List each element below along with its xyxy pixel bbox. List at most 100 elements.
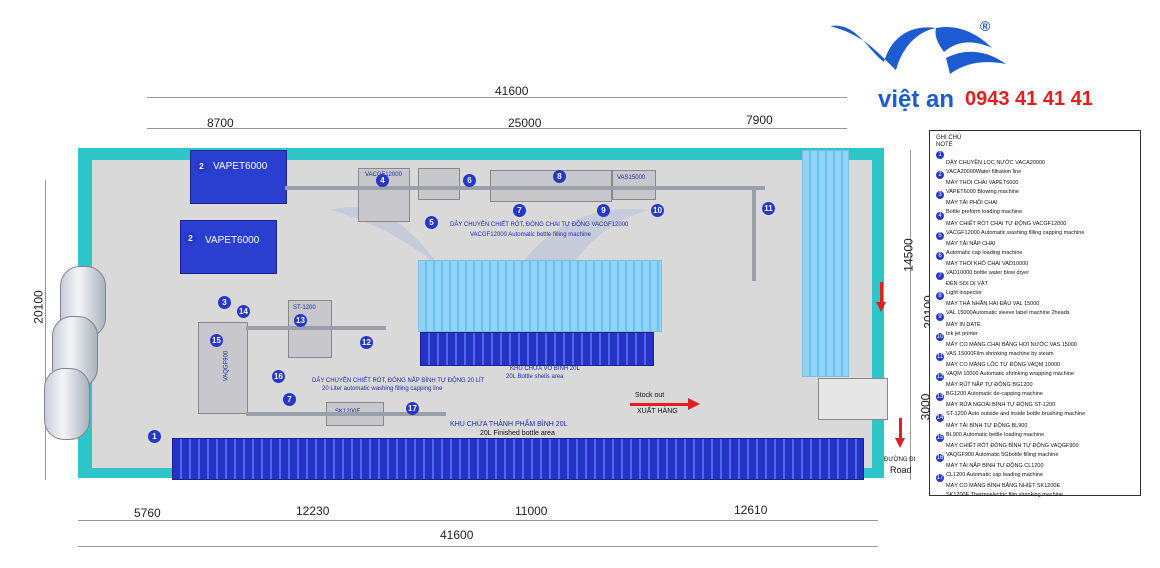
legend-item-number: 1 bbox=[936, 151, 944, 159]
dim-top-seg3: 7900 bbox=[746, 113, 773, 127]
legend-title-en: NOTE bbox=[936, 142, 953, 148]
marker-3: 3 bbox=[218, 296, 231, 309]
legend-item-number: 3 bbox=[936, 191, 944, 200]
legend-item-en: VACGF12000 Automatic washing filling cap… bbox=[946, 229, 1085, 236]
marker-13: 13 bbox=[294, 314, 307, 327]
road-arrowhead bbox=[895, 438, 905, 448]
legend-item-number: 6 bbox=[936, 252, 944, 260]
water-tank bbox=[44, 368, 90, 440]
legend-item-vi: MÁY THỔI CHAI VAPET6000 bbox=[946, 180, 1019, 187]
marker-14: 14 bbox=[237, 305, 250, 318]
dim-bottom-seg4: 12610 bbox=[734, 503, 768, 517]
legend-item-number: 8 bbox=[936, 292, 944, 301]
line2-label-vi: DÂY CHUYỀN CHIẾT RÓT, ĐÓNG NẮP BÌNH TỰ Đ… bbox=[312, 378, 485, 384]
blowing-machine: VAPET6000 bbox=[180, 220, 277, 274]
legend-item-vi: MÁY RÚT NẮP TỰ ĐỘNG BG1200 bbox=[946, 382, 1033, 389]
legend-item: 15MÁY CHIẾT RÓT ĐÓNG BÌNH TỰ ĐỘNG VAQGF9… bbox=[936, 433, 1079, 458]
marker-7: 7 bbox=[513, 204, 526, 217]
marker-4: 4 bbox=[376, 174, 389, 187]
legend-item-en: CL1200 Automatic cap loading machine bbox=[946, 472, 1043, 478]
machine-label: VAQGF900 bbox=[223, 350, 230, 382]
marker-8: 8 bbox=[553, 170, 566, 183]
marker-10: 10 bbox=[651, 204, 664, 217]
viet-an-logo bbox=[826, 18, 1016, 86]
dim-top-seg1: 8700 bbox=[207, 116, 234, 130]
legend-title-vi: GHI CHÚ bbox=[936, 135, 962, 141]
legend-item-en: Light inspector bbox=[946, 290, 982, 297]
legend-item-vi: MÁY RỬA NGOÀI BÌNH TỰ ĐỘNG ST-1200 bbox=[946, 402, 1056, 409]
legend-item-en: BG1200 Automatic de-capping machine bbox=[946, 391, 1043, 398]
stock-out-label-vi: XUẤT HÀNG bbox=[637, 408, 678, 415]
dim-bottom-seg1: 5760 bbox=[134, 506, 161, 520]
legend-item-vi: MÁY THẢ NHÃN HAI ĐẦU VAL 15000 bbox=[946, 301, 1040, 308]
dim-line-top-segments bbox=[147, 128, 847, 129]
finished-bottle-area bbox=[172, 438, 864, 480]
logo-phone: 0943 41 41 41 bbox=[965, 88, 1093, 110]
watermark-logo bbox=[320, 180, 700, 400]
shell-area-label-en: 20L Bottle shells area bbox=[506, 374, 564, 380]
stock-out-label-en: Stock out bbox=[635, 392, 665, 399]
legend-item-en: ST-1200 Auto outside and inside bottle b… bbox=[946, 411, 1086, 418]
logo-registered-mark: ® bbox=[980, 18, 991, 34]
machine-label: VAPET6000 bbox=[213, 161, 268, 172]
marker-1: 1 bbox=[148, 430, 161, 443]
line2-label-en: 20 Liter automatic washing filling cappi… bbox=[322, 386, 443, 392]
filling-machine: VACGF12000 bbox=[358, 168, 410, 222]
filling-machine-20l: VAQGF900 bbox=[198, 322, 248, 414]
legend-item-vi: MÁY CHIẾT RÓT CHAI TỰ ĐỘNG VACGF12000 bbox=[946, 220, 1067, 227]
machine-label: ST-1200 bbox=[293, 305, 316, 311]
dim-line-right bbox=[910, 150, 911, 480]
truck bbox=[818, 378, 888, 420]
legend-item-vi: MÁY CO MÀNG BÌNH BẰNG NHIỆT SK1200E bbox=[946, 483, 1061, 490]
marker-6: 6 bbox=[463, 174, 476, 187]
road-label-vi: ĐƯỜNG ĐI bbox=[884, 457, 916, 463]
legend-item-number: 17 bbox=[936, 474, 944, 483]
legend-item: 10MÁY CO MÀNG CHAI BẰNG HƠI NƯỚC VAS 150… bbox=[936, 332, 1077, 357]
dim-left: 20100 bbox=[31, 290, 46, 324]
legend-item-en: VAS 15000Film shrinking machine by steam bbox=[946, 350, 1054, 357]
legend-item-vi: MÁY CO MÀNG CHAI BẰNG HƠI NƯỚC VAS 15000 bbox=[946, 341, 1077, 348]
marker-7b: 7 bbox=[283, 393, 296, 406]
road-arrowhead bbox=[876, 302, 886, 312]
finished-area-label-en: 20L Finished bottle area bbox=[480, 430, 555, 437]
legend-item-en: VAPET6000 Blowing machine bbox=[946, 189, 1019, 196]
dryer-machine bbox=[418, 168, 460, 200]
dim-line-bottom-total bbox=[78, 546, 878, 547]
marker-9: 9 bbox=[597, 204, 610, 217]
marker-5: 5 bbox=[425, 216, 438, 229]
legend-item-number: 14 bbox=[936, 413, 944, 422]
line1-label-en: VACGF12000 Automatic bottle filling mach… bbox=[470, 232, 591, 238]
legend-item-en: VACA20000Water filtration line bbox=[946, 169, 1022, 175]
legend-item-vi: MÁY IN DATE bbox=[946, 321, 981, 328]
legend-item-en: SK1200E Thermoelectric film shrinking ma… bbox=[946, 492, 1063, 499]
legend-item-en: Bottle preform loading machine bbox=[946, 209, 1023, 216]
conveyor-top bbox=[285, 186, 765, 190]
marker-17: 17 bbox=[406, 402, 419, 415]
legend-item-vi: MÁY TẢI NẮP BÌNH TỰ ĐỘNG CL1200 bbox=[946, 463, 1044, 469]
marker-16: 16 bbox=[272, 370, 285, 383]
line1-label-vi: DÂY CHUYỀN CHIẾT RÓT, ĐÓNG CHAI TỰ ĐỘNG … bbox=[450, 222, 629, 228]
legend-item-number: 7 bbox=[936, 272, 944, 281]
road-arrow bbox=[880, 282, 883, 304]
legend-item-vi: MÁY TẢI BÌNH TỰ ĐỘNG BL900 bbox=[946, 422, 1028, 429]
dim-bottom-seg2: 12230 bbox=[296, 504, 330, 518]
marker-11: 11 bbox=[762, 202, 775, 215]
road-arrow bbox=[899, 418, 902, 440]
road-label-en: Road bbox=[890, 465, 912, 475]
logo-wave-icon bbox=[830, 25, 1006, 74]
legend-box: GHI CHÚ NOTE 1DÂY CHUYỀN LỌC NƯỚC VACA20… bbox=[929, 130, 1141, 499]
logo-brand-name: việt an bbox=[878, 86, 955, 113]
legend-item-en: VAQM 10000 Automatic shrinking wrapping … bbox=[946, 371, 1074, 377]
legend-item-number: 12 bbox=[936, 373, 944, 382]
